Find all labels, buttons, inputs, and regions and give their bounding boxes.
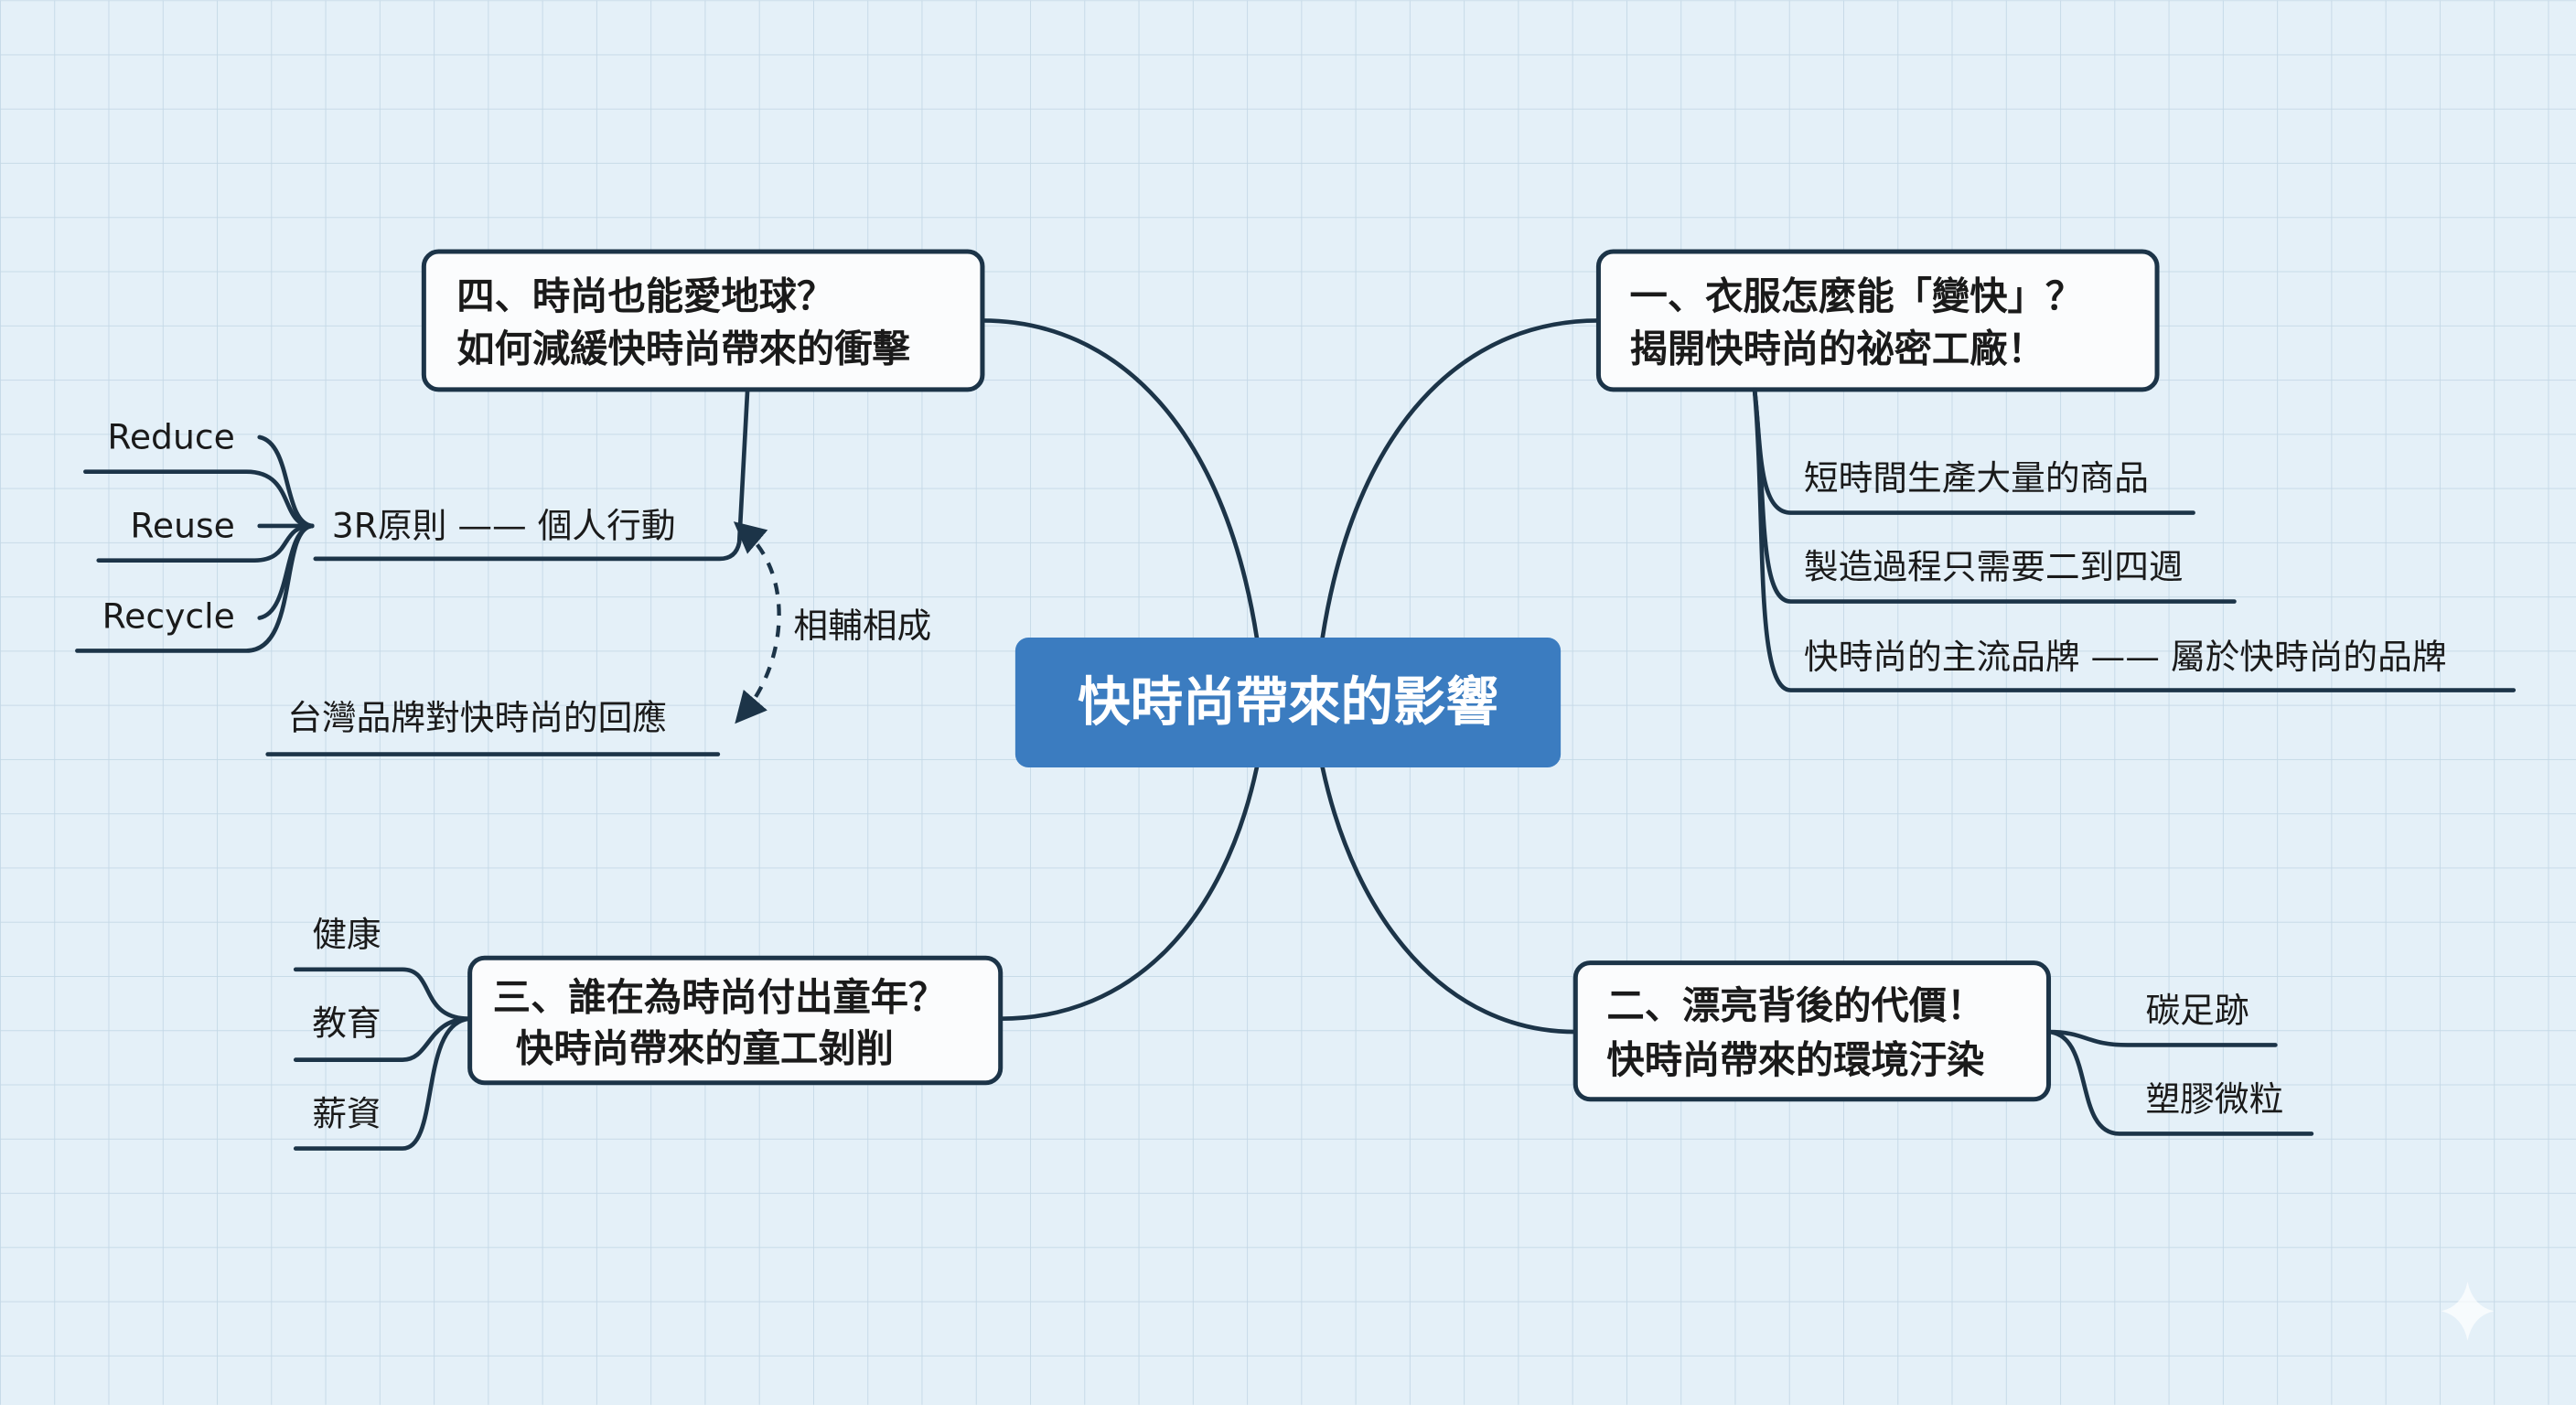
branch-3-item[interactable]: 薪資 [312, 1093, 381, 1133]
branch-1-item[interactable]: 短時間生產大量的商品 [1804, 457, 2149, 498]
branch-1-item[interactable]: 製造過程只需要二到四週 [1804, 546, 2184, 586]
branch-1-title-line2: 揭開快時尚的祕密工廠！ [1630, 327, 2045, 370]
r-item-reuse[interactable]: Reuse [130, 506, 234, 546]
branch-1-node[interactable]: 一、衣服怎麼能「變快」？ 揭開快時尚的祕密工廠！ [1595, 249, 2160, 392]
branch-3-title-line1: 三、誰在為時尚付出童年？ [493, 976, 947, 1020]
branch-3-node[interactable]: 三、誰在為時尚付出童年？ 快時尚帶來的童工剝削 [467, 955, 1004, 1086]
branch-1-item[interactable]: 快時尚的主流品牌 —— 屬於快時尚的品牌 [1804, 637, 2447, 677]
branch-2-item[interactable]: 碳足跡 [2145, 990, 2249, 1030]
relation-label: 相輔相成 [793, 606, 931, 646]
r-item-recycle[interactable]: Recycle [102, 595, 235, 636]
branch-4-children: 3R原則 —— 個人行動 Reduce Reuse Recycle 相輔相成 台… [75, 387, 931, 756]
branch-1-children: 短時間生產大量的商品 製造過程只需要二到四週 快時尚的主流品牌 —— 屬於快時尚… [1752, 387, 2517, 692]
branch-3-item[interactable]: 健康 [312, 915, 381, 955]
r-item-reduce[interactable]: Reduce [107, 417, 234, 457]
branch-2-title-line1: 二、漂亮背後的代價！ [1606, 984, 1984, 1028]
taiwan-brand-response[interactable]: 台灣品牌對快時尚的回應 [287, 698, 667, 738]
main-connectors [980, 318, 1601, 1035]
branch-4-title-line2: 如何減緩快時尚帶來的衝擊 [456, 327, 910, 370]
branch-2-title-line2: 快時尚帶來的環境汙染 [1606, 1038, 1985, 1082]
branch-1-title-line1: 一、衣服怎麼能「變快」？ [1630, 274, 2084, 318]
central-topic-label: 快時尚帶來的影響 [1078, 671, 1498, 733]
relation-dashed-arrow [733, 521, 781, 724]
sparkle-icon [2441, 1282, 2495, 1341]
branch-3-children: 健康 教育 薪資 [293, 915, 472, 1151]
branch-3-title-line2: 快時尚帶來的童工剝削 [516, 1026, 894, 1070]
branch-2-item[interactable]: 塑膠微粒 [2145, 1078, 2283, 1119]
branch-2-node[interactable]: 二、漂亮背後的代價！ 快時尚帶來的環境汙染 [1572, 960, 2052, 1102]
central-topic[interactable]: 快時尚帶來的影響 [1014, 638, 1562, 767]
branch-2-children: 碳足跡 塑膠微粒 [2046, 990, 2314, 1136]
principle-3r[interactable]: 3R原則 —— 個人行動 [332, 506, 676, 546]
branch-3-item[interactable]: 教育 [312, 1003, 381, 1044]
branch-4-title-line1: 四、時尚也能愛地球？ [456, 274, 834, 318]
branch-4-node[interactable]: 四、時尚也能愛地球？ 如何減緩快時尚帶來的衝擊 [421, 249, 985, 392]
